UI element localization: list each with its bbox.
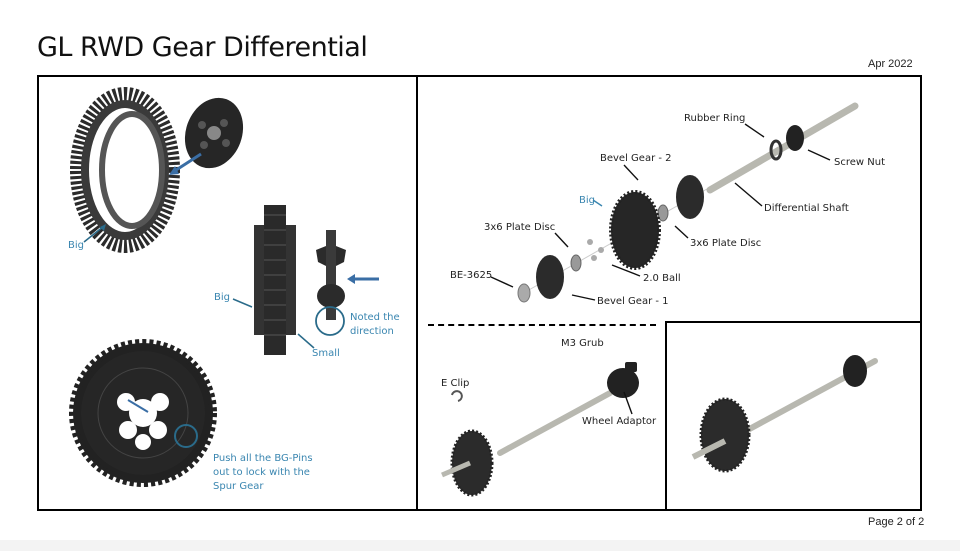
instruction-frame: [37, 75, 922, 511]
note-push-pins: Push all the BG-Pins out to lock with th…: [213, 452, 313, 494]
label-bevel-gear-2: Bevel Gear - 2: [600, 153, 672, 164]
label-big-mid: Big: [214, 292, 230, 303]
label-big-gear: Big: [579, 195, 595, 206]
label-rubber-ring: Rubber Ring: [684, 113, 746, 124]
label-big-top: Big: [68, 240, 84, 251]
spur-gear-front-illustration: [69, 339, 217, 487]
label-e-clip: E Clip: [441, 378, 470, 389]
insert-arrow-icon: [169, 152, 202, 175]
shaft-assembly-illustration: [441, 362, 639, 497]
label-screw-nut: Screw Nut: [834, 157, 885, 168]
document-date: Apr 2022: [868, 58, 913, 70]
label-plate-disc-right: 3x6 Plate Disc: [690, 238, 762, 249]
wheel-adaptor-leader: [623, 391, 633, 415]
panel-divider: [416, 75, 418, 509]
spur-gear-ring-illustration: [70, 87, 180, 253]
bottom-strip: [0, 540, 960, 551]
note-direction: Noted the direction: [350, 311, 400, 339]
assembled-diff-illustration: [691, 355, 878, 473]
label-m3-grub: M3 Grub: [561, 338, 604, 349]
note-push-line-3: Spur Gear: [213, 481, 264, 492]
label-bearing: BE-3625: [450, 270, 493, 281]
label-bevel-gear-1: Bevel Gear - 1: [597, 296, 669, 307]
label-plate-disc-left: 3x6 Plate Disc: [484, 222, 556, 233]
direction-arrow-icon: [347, 274, 379, 284]
note-direction-line-2: direction: [350, 326, 394, 337]
diff-housing-illustration: [184, 97, 244, 169]
assembled-view-box: [665, 321, 920, 509]
leader-arrow-big-top: [83, 224, 106, 243]
page-number: Page 2 of 2: [868, 516, 925, 528]
leader-arrow-small: [297, 333, 315, 349]
bevel-spider-illustration: [316, 230, 346, 320]
label-differential-shaft: Differential Shaft: [764, 203, 849, 214]
gear-side-view-illustration: [254, 205, 296, 355]
label-ball: 2.0 Ball: [643, 273, 681, 284]
label-wheel-adaptor: Wheel Adaptor: [582, 416, 657, 427]
page-title: GL RWD Gear Differential: [37, 32, 368, 63]
note-push-line-2: out to lock with the: [213, 467, 310, 478]
direction-highlight-circle: [315, 306, 345, 336]
note-push-line-1: Push all the BG-Pins: [213, 453, 313, 464]
label-small: Small: [312, 348, 340, 359]
leader-arrow-big-mid: [232, 298, 253, 308]
dashed-separator: [428, 324, 656, 326]
exploded-diff-illustration: [517, 102, 859, 303]
note-direction-line-1: Noted the: [350, 312, 400, 323]
